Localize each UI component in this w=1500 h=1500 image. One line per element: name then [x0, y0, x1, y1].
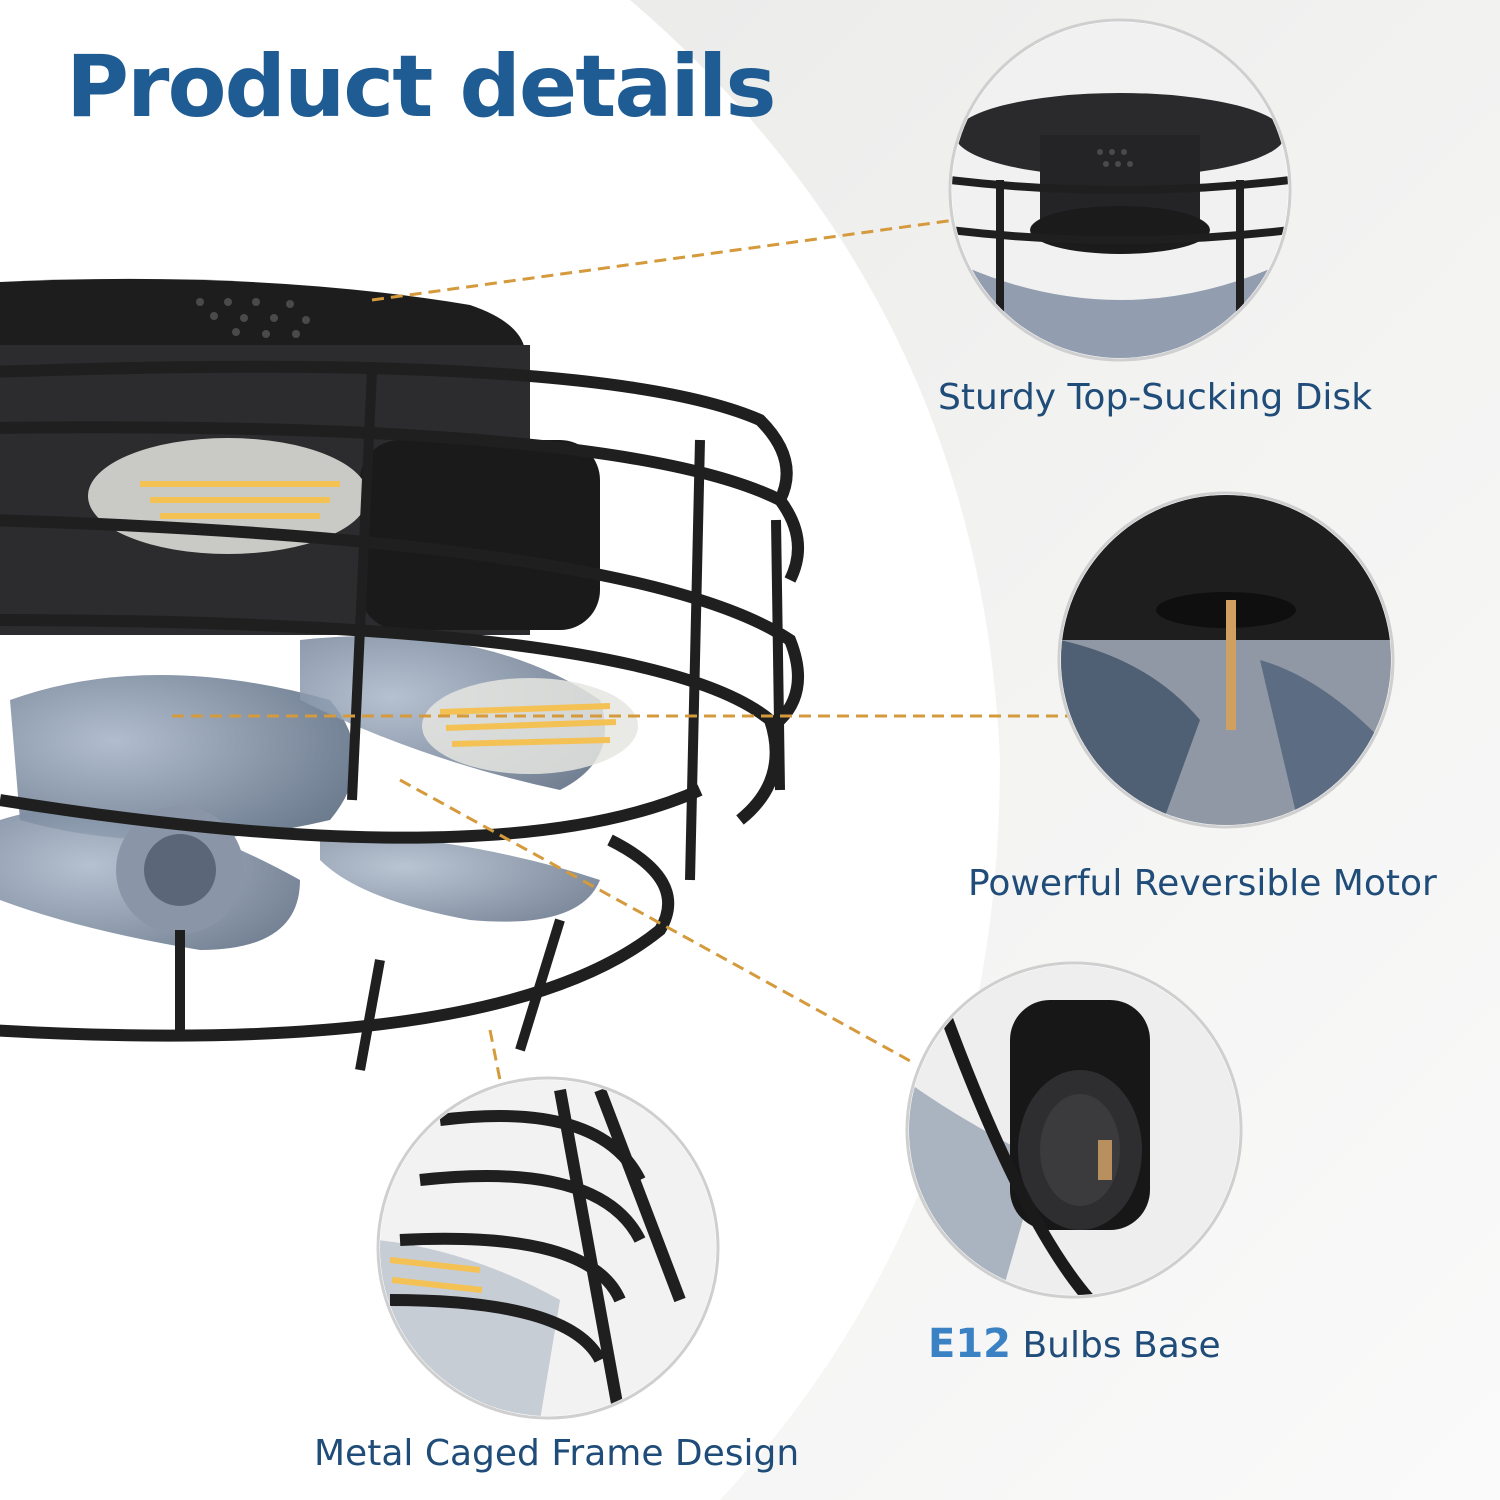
dashed-leader-line [172, 218, 1068, 1081]
leader-line-base [399, 778, 913, 1064]
detail-photo-disk [948, 18, 1292, 362]
leader-line-cage [488, 1029, 502, 1081]
caption-bulb-base-label: Bulbs Base [1022, 1325, 1221, 1366]
caption-cage: Metal Caged Frame Design [314, 1433, 800, 1474]
caption-top-disk: Sturdy Top-Sucking Disk [938, 377, 1373, 418]
caption-motor: Powerful Reversible Motor [968, 863, 1437, 904]
caption-bulb-base: E12 Bulbs Base [928, 1320, 1221, 1368]
caption-bulb-base-highlight: E12 [928, 1321, 1011, 1367]
fan-blade [320, 830, 600, 922]
bulb-socket [360, 440, 600, 630]
detail-photo-cage [376, 1076, 720, 1420]
leader-line-disk [371, 218, 956, 302]
cage-rings [0, 360, 804, 1042]
fan-hub-cap [144, 834, 216, 906]
cage-bars [175, 371, 785, 1071]
page-title: Product details [66, 37, 777, 137]
led-bulb-front [422, 678, 638, 774]
vent-holes [196, 298, 310, 338]
detail-photo-bulb-base [905, 961, 1243, 1299]
